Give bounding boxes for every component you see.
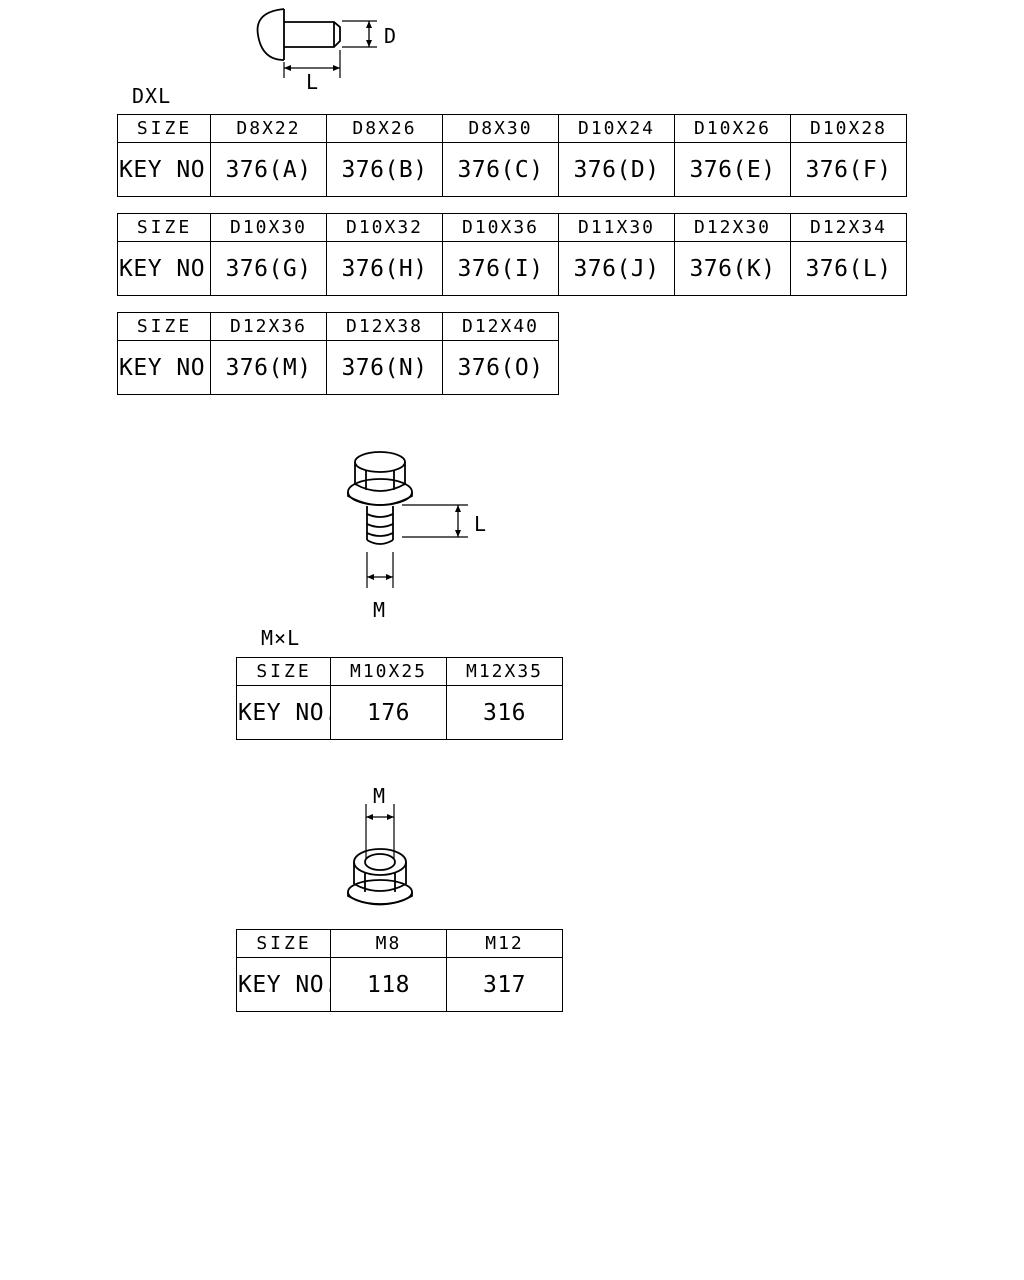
key-cell: 376(M) — [210, 340, 327, 395]
size-row: SIZE D8X22 D8X26 D8X30 D10X24 D10X26 D10… — [117, 114, 907, 143]
key-cell: 376(H) — [326, 241, 443, 296]
rivet-dimension-d-label: D — [384, 24, 398, 48]
size-label: SIZE — [117, 312, 211, 341]
bolt-dimension-m-label: M — [373, 598, 387, 622]
size-cell: D8X30 — [442, 114, 559, 143]
size-cell: D12X38 — [326, 312, 443, 341]
size-label: SIZE — [117, 114, 211, 143]
key-row: KEY NO. 118 317 — [236, 957, 563, 1012]
key-cell: 376(J) — [558, 241, 675, 296]
size-cell: D10X26 — [674, 114, 791, 143]
size-label: SIZE — [117, 213, 211, 242]
key-cell: 376(D) — [558, 142, 675, 197]
key-cell: 376(B) — [326, 142, 443, 197]
key-cell: 317 — [446, 957, 563, 1012]
key-cell: 376(O) — [442, 340, 559, 395]
key-row: KEY NO. 376(A) 376(B) 376(C) 376(D) 376(… — [117, 142, 907, 197]
key-cell: 376(C) — [442, 142, 559, 197]
size-cell: D10X28 — [790, 114, 907, 143]
key-row: KEY NO. 376(M) 376(N) 376(O) — [117, 340, 559, 395]
size-cell: M8 — [330, 929, 447, 958]
rivet-dimension-l-label: L — [306, 70, 320, 94]
flange-nut-diagram — [347, 804, 413, 906]
size-cell: M10X25 — [330, 657, 447, 686]
key-cell: 376(F) — [790, 142, 907, 197]
flange-bolt-diagram — [347, 451, 468, 588]
key-cell: 376(I) — [442, 241, 559, 296]
bolt-caption: M×L — [261, 626, 301, 650]
size-cell: D12X36 — [210, 312, 327, 341]
size-row: SIZE D10X30 D10X32 D10X36 D11X30 D12X30 … — [117, 213, 907, 242]
size-cell: D10X32 — [326, 213, 443, 242]
size-label: SIZE — [236, 929, 331, 958]
key-cell: 376(E) — [674, 142, 791, 197]
size-cell: D10X24 — [558, 114, 675, 143]
size-cell: D12X34 — [790, 213, 907, 242]
rivet-size-table-2: SIZE D10X30 D10X32 D10X36 D11X30 D12X30 … — [117, 213, 907, 296]
key-cell: 376(A) — [210, 142, 327, 197]
size-row: SIZE M8 M12 — [236, 929, 563, 958]
size-row: SIZE D12X36 D12X38 D12X40 — [117, 312, 559, 341]
key-cell: 118 — [330, 957, 447, 1012]
key-no-label: KEY NO. — [117, 241, 211, 296]
key-cell: 376(L) — [790, 241, 907, 296]
nut-size-table: SIZE M8 M12 KEY NO. 118 317 — [236, 929, 563, 1012]
size-row: SIZE M10X25 M12X35 — [236, 657, 563, 686]
rivet-diagram — [256, 8, 377, 78]
key-cell: 376(N) — [326, 340, 443, 395]
rivet-size-table-3: SIZE D12X36 D12X38 D12X40 KEY NO. 376(M)… — [117, 312, 559, 395]
size-cell: D12X30 — [674, 213, 791, 242]
key-cell: 316 — [446, 685, 563, 740]
bolt-dimension-l-label: L — [474, 512, 488, 536]
size-cell: M12X35 — [446, 657, 563, 686]
size-label: SIZE — [236, 657, 331, 686]
key-cell: 376(K) — [674, 241, 791, 296]
size-cell: D11X30 — [558, 213, 675, 242]
size-cell: D8X22 — [210, 114, 327, 143]
size-cell: D10X36 — [442, 213, 559, 242]
key-cell: 176 — [330, 685, 447, 740]
size-cell: D10X30 — [210, 213, 327, 242]
key-no-label: KEY NO. — [117, 142, 211, 197]
key-row: KEY NO. 376(G) 376(H) 376(I) 376(J) 376(… — [117, 241, 907, 296]
key-row: KEY NO. 176 316 — [236, 685, 563, 740]
key-cell: 376(G) — [210, 241, 327, 296]
size-cell: D12X40 — [442, 312, 559, 341]
key-no-label: KEY NO. — [117, 340, 211, 395]
bolt-size-table: SIZE M10X25 M12X35 KEY NO. 176 316 — [236, 657, 563, 740]
size-cell: M12 — [446, 929, 563, 958]
nut-dimension-m-label: M — [373, 784, 387, 808]
key-no-label: KEY NO. — [236, 957, 331, 1012]
key-no-label: KEY NO. — [236, 685, 331, 740]
size-cell: D8X26 — [326, 114, 443, 143]
rivet-size-table-1: SIZE D8X22 D8X26 D8X30 D10X24 D10X26 D10… — [117, 114, 907, 197]
rivet-caption: DXL — [132, 84, 172, 108]
